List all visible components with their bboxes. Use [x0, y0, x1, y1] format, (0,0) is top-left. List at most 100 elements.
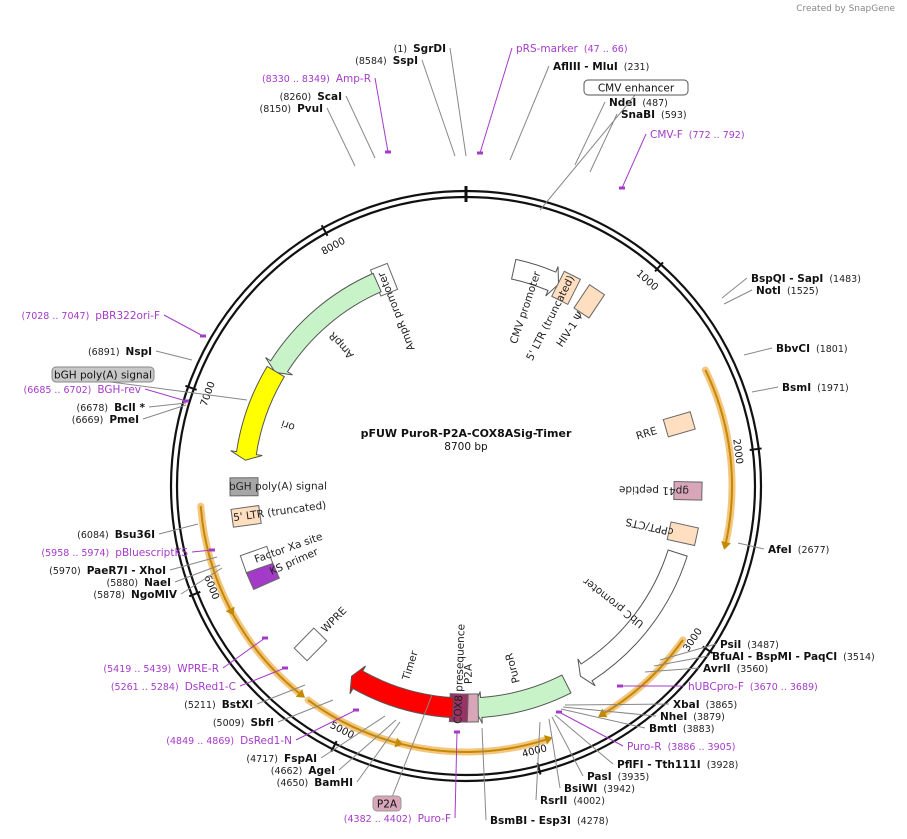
site-pbr322ori-f[interactable]: (7028 .. 7047)pBR322ori-F	[21, 310, 206, 338]
site-bbvci[interactable]: BbvCI(1801)	[743, 343, 848, 356]
feature-ampr[interactable]: AmpR	[265, 272, 382, 376]
boxed-label-text: CMV enhancer	[598, 83, 675, 95]
feature-bgh-poly-a-signal[interactable]: bGH poly(A) signal	[229, 477, 327, 497]
site-prs-marker[interactable]: pRS-marker(47 .. 66)	[477, 43, 628, 155]
feature-label: cPPT/CTS	[624, 515, 675, 537]
site-afei[interactable]: AfeI(2677)	[737, 542, 829, 556]
feature-label: UbC promoter	[580, 574, 646, 630]
site-afliii-mlui[interactable]: AflIII - MluI(231)	[509, 61, 649, 161]
site-noti[interactable]: NotI(1525)	[723, 285, 819, 305]
site-ngomiv[interactable]: (5878)NgoMIV	[93, 567, 223, 601]
site-bmti[interactable]: BmtI(3883)	[560, 708, 714, 735]
site-scai[interactable]: (8260)ScaI	[280, 91, 376, 159]
site-rsrii[interactable]: RsrII(4002)	[535, 721, 605, 807]
site-label: Puro-R(3886 .. 3905)	[627, 741, 735, 753]
site-label: (5419 .. 5439)WPRE-R	[103, 663, 219, 675]
site-bspqi-sapi[interactable]: BspQI - SapI(1483)	[721, 273, 861, 299]
site-label: PflFI - Tth111I(3928)	[617, 759, 738, 771]
site-puro-f[interactable]: (4382 .. 4402)Puro-F	[344, 730, 460, 826]
feature-label: bGH poly(A) signal	[229, 481, 327, 493]
site-cmv-f[interactable]: CMV-F(772 .. 792)	[619, 129, 745, 190]
site-bfuai-bspmi-paqci[interactable]: BfuAI - BspMI - PaqCI(3514)	[653, 651, 875, 667]
site-dsred1-c[interactable]: (5261 .. 5284)DsRed1-C	[111, 666, 288, 694]
site-label: BbvCI(1801)	[776, 343, 848, 355]
site-nhei[interactable]: NheI(3879)	[562, 706, 725, 723]
site-pvui[interactable]: (8150)PvuI	[259, 103, 356, 167]
feature-rre[interactable]: RRE	[635, 411, 696, 443]
feature-ubc-promoter[interactable]: UbC promoter	[577, 549, 688, 687]
feature-ori[interactable]: ori	[230, 365, 297, 461]
boxed-label-p2a[interactable]: P2A	[372, 694, 433, 812]
feature-gp41-peptide[interactable]: gp41 peptide	[619, 480, 703, 501]
site-amp-r[interactable]: (8330 .. 8349)Amp-R	[262, 73, 391, 154]
site-label: (6084)Bsu36I	[77, 529, 155, 541]
site-label: AvrII(3560)	[703, 663, 768, 675]
orf-arc	[229, 610, 306, 698]
orf-arc	[395, 735, 553, 756]
site-hubcpro-f[interactable]: hUBCpro-F(3670 .. 3689)	[617, 681, 818, 693]
feature-5-ltr-truncated[interactable]: 5' LTR (truncated)	[230, 499, 327, 528]
site-pmei[interactable]: (6669)PmeI	[72, 404, 187, 426]
site-agei[interactable]: (4662)AgeI	[271, 719, 397, 777]
site-bcli[interactable]: (6678)BclI *	[77, 402, 187, 414]
feature-ampr-promoter[interactable]: AmpR promoter	[369, 262, 418, 352]
site-snabi[interactable]: SnaBI(593)	[589, 109, 687, 173]
site-pflfi-tth111i[interactable]: PflFI - Tth111I(3928)	[554, 714, 738, 771]
site-label: (5880)NaeI	[107, 577, 172, 589]
site-naei[interactable]: (5880)NaeI	[107, 564, 221, 589]
scale-tick-label: 1000	[634, 268, 660, 293]
orf-arc	[598, 636, 687, 718]
site-sbfi[interactable]: (5009)SbfI	[213, 699, 334, 729]
feature-cppt-cts[interactable]: cPPT/CTS	[624, 515, 700, 547]
feature-label: Timer	[400, 649, 421, 683]
site-label: (8150)PvuI	[259, 103, 323, 115]
site-label: hUBCpro-F(3670 .. 3689)	[688, 681, 818, 693]
site-label: (7028 .. 7047)pBR322ori-F	[21, 310, 160, 322]
site-dsred1-n[interactable]: (4849 .. 4869)DsRed1-N	[166, 708, 359, 748]
scale-tick	[330, 740, 338, 753]
site-avrii[interactable]: AvrII(3560)	[644, 663, 768, 675]
boxed-label-bgh-poly-a-signal[interactable]: bGH poly(A) signal	[51, 366, 248, 401]
scale-tick	[188, 590, 201, 598]
boxed-label-cmv-enhancer[interactable]: CMV enhancer	[539, 79, 689, 211]
site-label: BspQI - SapI(1483)	[751, 273, 861, 285]
site-label: (8330 .. 8349)Amp-R	[262, 73, 371, 85]
site-label: pRS-marker(47 .. 66)	[516, 43, 628, 55]
feature-timer[interactable]: Timer	[349, 649, 455, 719]
scale-tick	[749, 447, 762, 451]
site-label: BsmBI - Esp3I(4278)	[490, 815, 609, 827]
site-bsu36i[interactable]: (6084)Bsu36I	[77, 523, 199, 541]
site-label: (4662)AgeI	[271, 765, 335, 777]
plasmid-title: pFUW PuroR-P2A-COX8ASig-Timer	[361, 427, 572, 440]
site-label: SnaBI(593)	[621, 109, 687, 121]
site-ndei[interactable]: NdeI(487)	[574, 97, 668, 166]
site-label: AflIII - MluI(231)	[553, 61, 649, 73]
site-pasi[interactable]: PasI(3935)	[551, 716, 649, 783]
site-bsmi[interactable]: BsmI(1971)	[751, 382, 849, 394]
site-puro-r[interactable]: Puro-R(3886 .. 3905)	[556, 710, 735, 754]
site-label: (5261 .. 5284)DsRed1-C	[111, 681, 236, 693]
site-fspai[interactable]: (4717)FspAI	[246, 715, 386, 765]
site-paer7i-xhoi[interactable]: (5970)PaeR7I - XhoI	[49, 556, 218, 577]
site-bstxi[interactable]: (5211)BstXI	[184, 684, 306, 711]
site-bsiwi[interactable]: BsiWI(3942)	[548, 718, 635, 795]
site-label: (4382 .. 4402)Puro-F	[344, 813, 451, 825]
site-bsmbi-esp3i[interactable]: BsmBI - Esp3I(4278)	[481, 727, 609, 827]
site-sspi[interactable]: (8584)SspI	[355, 55, 456, 157]
site-nspi[interactable]: (6891)NspI	[88, 346, 193, 361]
site-label: NheI(3879)	[660, 711, 725, 723]
site-psii[interactable]: PsiI(3487)	[659, 639, 779, 661]
site-label: CMV-F(772 .. 792)	[650, 129, 745, 141]
feature-wpre[interactable]: WPRE	[293, 605, 349, 662]
site-pbluescriptks[interactable]: (5958 .. 5974)pBluescriptKS	[41, 547, 215, 559]
site-wpre-r[interactable]: (5419 .. 5439)WPRE-R	[103, 636, 268, 676]
site-label: (4650)BamHI	[277, 777, 353, 789]
site-label: (5970)PaeR7I - XhoI	[49, 565, 166, 577]
watermark: Created by SnapGene	[796, 4, 895, 14]
boxed-label-text: bGH poly(A) signal	[54, 370, 152, 382]
site-sgrdi[interactable]: (1)SgrDI	[394, 43, 467, 157]
site-bamhi[interactable]: (4650)BamHI	[277, 721, 401, 789]
site-xbai[interactable]: XbaI(3865)	[564, 699, 737, 711]
site-bgh-rev[interactable]: (6685 .. 6702)BGH-rev	[24, 384, 189, 403]
